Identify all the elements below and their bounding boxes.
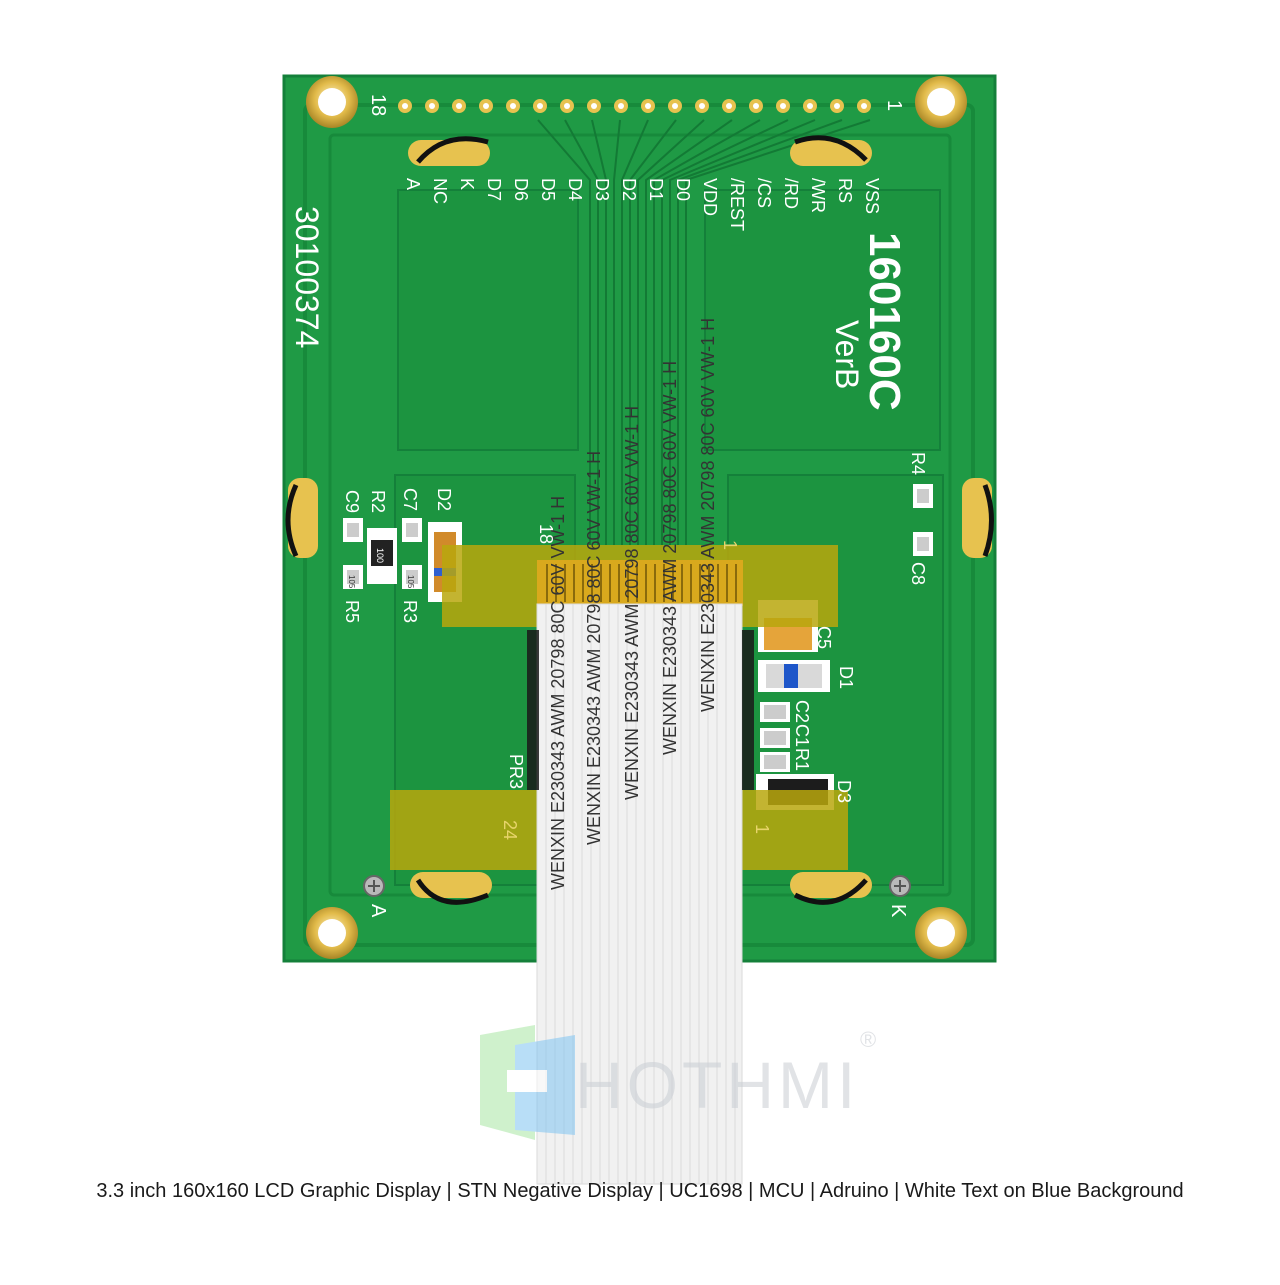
mounting-holes (306, 76, 967, 959)
pin-label: D5 (538, 178, 558, 201)
hothmi-watermark: HOTHMI ® (475, 1025, 895, 1140)
cable-print-1: WENXIN E230343 AWM 20798 80C 60V VW-1 H (548, 496, 568, 890)
pin-label: NC (430, 178, 450, 204)
clip-slots (285, 135, 994, 905)
component-label: C9 (342, 490, 362, 513)
component-label: C5 (814, 626, 834, 649)
component-label: C2 (792, 700, 812, 723)
registered-mark: ® (860, 1027, 877, 1052)
component-label: D3 (834, 780, 854, 803)
component-label: PR3 (506, 754, 526, 789)
silkscreen: 160160C VerB 30100374 1 18 VSS RS /WR /R… (289, 94, 928, 918)
smd-code: 105 (347, 575, 356, 589)
pin-label: K (457, 178, 477, 190)
corner-label-a: A (367, 904, 389, 918)
board-version: VerB (829, 320, 865, 389)
board-model: 160160C (860, 232, 909, 411)
pin-label: D0 (673, 178, 693, 201)
watermark-brand: HOTHMI (575, 1048, 860, 1122)
pin-label: RS (835, 178, 855, 203)
fpc-label: 1 (752, 824, 772, 834)
pin-label: D7 (484, 178, 504, 201)
component-label: D1 (836, 666, 856, 689)
component-label: R1 (792, 748, 812, 771)
smd-code: 100 (375, 548, 385, 563)
cable-print-3: WENXIN E230343 AWM 20798 80C 60V VW-1 H (622, 406, 642, 800)
component-label: R2 (368, 490, 388, 513)
cable-print-4: WENXIN E230343 AWM 20798 80C 60V VW-1 H (660, 361, 680, 755)
pin-first-label: 1 (883, 100, 905, 111)
screws (363, 875, 911, 897)
smd-components (343, 484, 933, 810)
component-label: C7 (400, 488, 420, 511)
pin-label: D4 (565, 178, 585, 201)
cable-print-5: WENXIN E230343 AWM 20798 80C 60V VW-1 H (698, 318, 718, 712)
pin-label: A (403, 178, 423, 190)
fpc-label: 18 (536, 524, 556, 544)
fpc-connector (537, 560, 743, 606)
pin-label: /CS (754, 178, 774, 208)
pin-label: D2 (619, 178, 639, 201)
hothmi-logo-icon (480, 1025, 575, 1140)
fpc-label: 24 (500, 820, 520, 840)
pin-label: VDD (700, 178, 720, 216)
pin-label: D6 (511, 178, 531, 201)
product-caption: 3.3 inch 160x160 LCD Graphic Display | S… (96, 1180, 1184, 1202)
component-label: D2 (434, 488, 454, 511)
fpc-label: 1 (720, 540, 740, 550)
component-label: C1 (792, 724, 812, 747)
pin-label: VSS (862, 178, 882, 214)
component-label: C8 (908, 562, 928, 585)
component-label: R4 (908, 452, 928, 475)
corner-label-k: K (887, 904, 909, 918)
cable-print-2: WENXIN E230343 AWM 20798 80C 60V VW-1 H (584, 451, 604, 845)
pin-last-label: 18 (367, 94, 389, 116)
pin-label: D1 (646, 178, 666, 201)
pin-label: /WR (808, 178, 828, 213)
pin-label: /REST (727, 178, 747, 231)
smd-code: 105 (406, 575, 415, 589)
pin-label: D3 (592, 178, 612, 201)
component-label: R3 (400, 600, 420, 623)
pin-label: /RD (781, 178, 801, 209)
part-number: 30100374 (289, 206, 325, 348)
header-pin-pads (398, 99, 871, 113)
component-label: R5 (342, 600, 362, 623)
